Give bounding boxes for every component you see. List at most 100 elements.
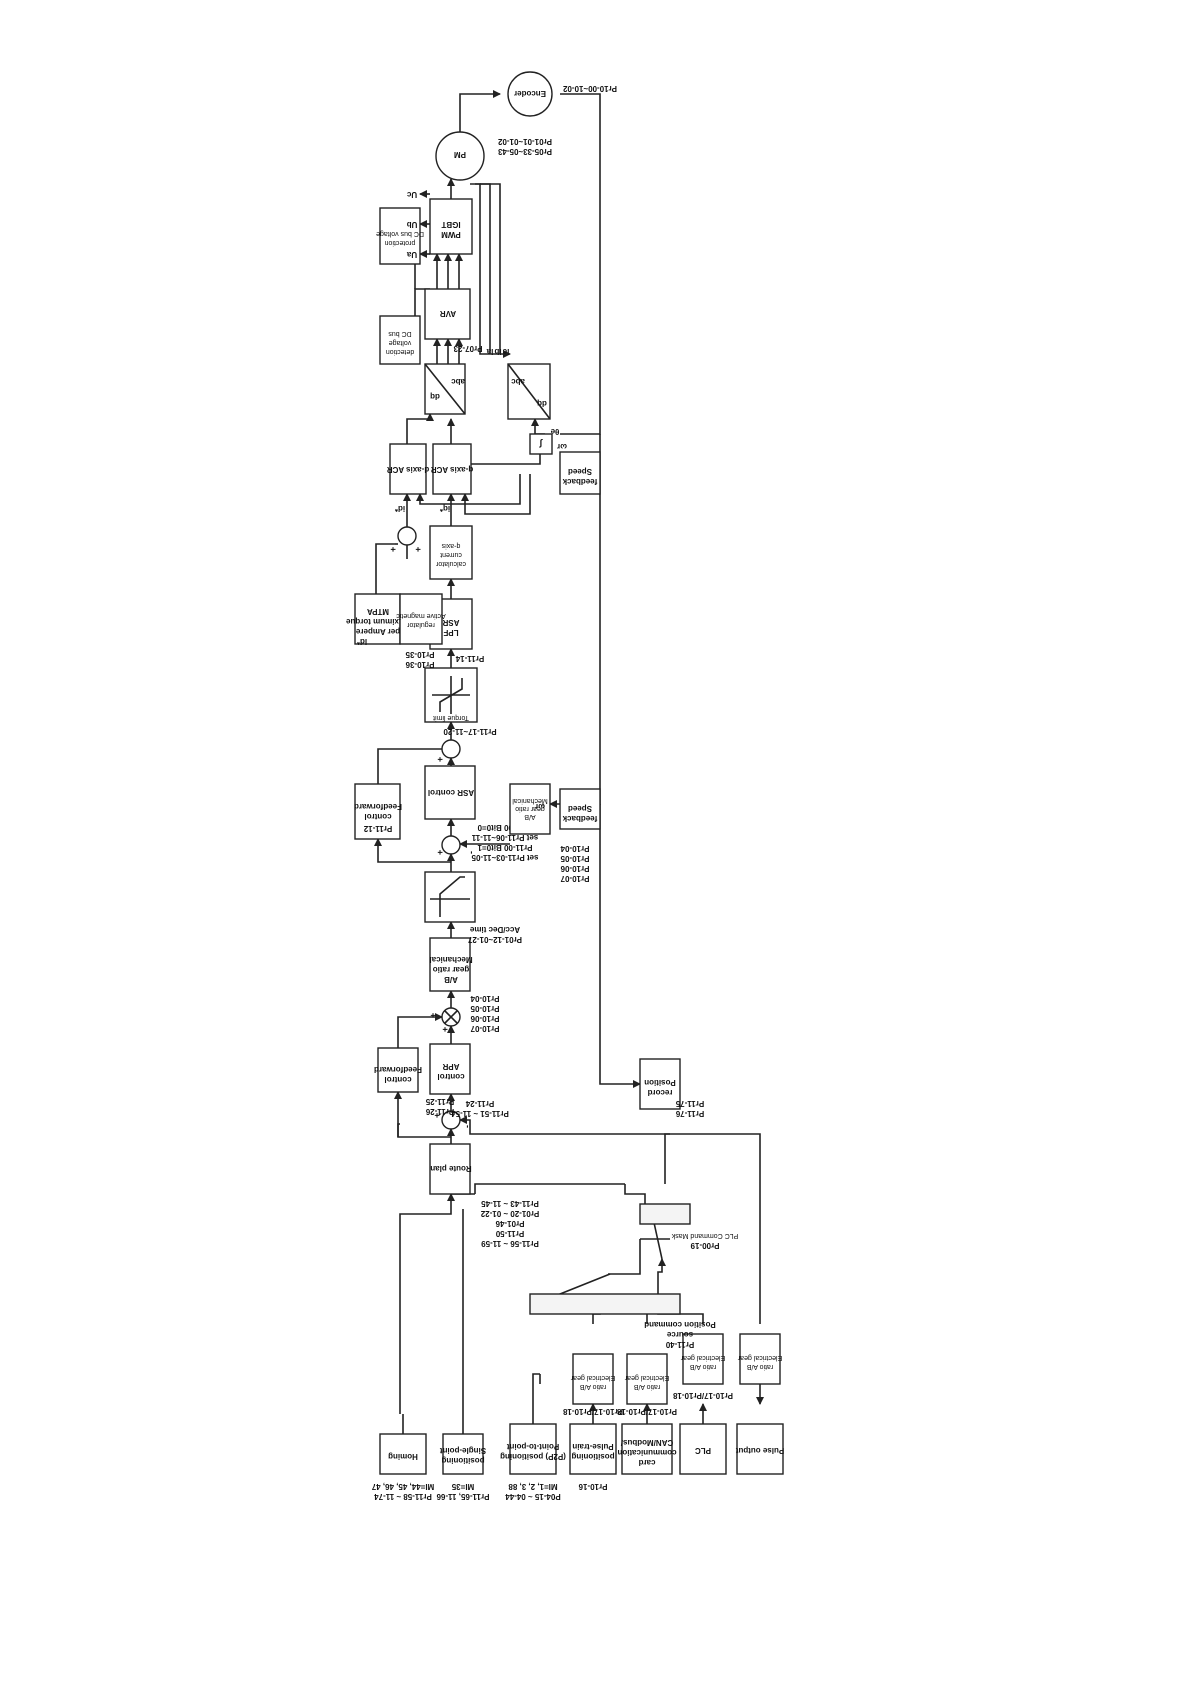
mtpa-label-1: MTPA [367,607,389,616]
single-point-param-2: Pr11-65, 11-66 [436,1492,489,1501]
egr2-param: Pr10-17/Pr10-18 [616,1407,677,1416]
sum1-plus: + [432,1113,442,1118]
id-ref-label: id* [394,504,405,513]
apr-param-1: Pr11-24 [465,1099,494,1108]
dq-abc-label-dq: dq [430,392,440,401]
egr2-label-1: Electrical gear [624,1374,669,1381]
sum-junction-3 [441,835,461,855]
route-param-5: Pr11-56 ~ 11-59 [481,1239,539,1248]
p2p-label-1: Point-to-point [506,1442,559,1451]
can-block: CAN/Modbus/ communication card [617,1423,677,1475]
qcalc-label-3: calculator [435,560,466,567]
dc-bus-detection-block [379,315,421,365]
torque-param: Pr11-17~11-20 [443,727,497,736]
lpf-param: Pr11-14 [455,654,484,663]
ub-label: Ub [407,220,418,229]
homing-param-2: Pr11-58 ~ 11-74 [374,1492,432,1501]
sum-junction-4 [441,739,461,759]
sum4-plus: + [435,757,445,762]
sum-junction-1 [441,1110,461,1130]
sum2-plus-top: + [428,1013,438,1018]
dq-abc-label-abc: abc [451,377,465,386]
egr1-label-1: Electrical gear [570,1374,615,1381]
mgr2-block [509,783,551,835]
single-point-label-1: Single-point [440,1446,487,1455]
plc-cmd-mask-1: PLC Command Mask [671,1232,738,1239]
asr-label: ASR control [428,788,474,797]
route-param-1: Pr11-43 ~ 11-45 [481,1199,539,1208]
homing-block: Homing [379,1433,427,1475]
pm-motor [435,131,485,181]
plc-block: PLC [679,1423,727,1475]
egr3-label-1: Electrical gear [680,1354,725,1361]
ramp-icon [439,876,465,917]
pos-cmd-src-2: source [666,1330,693,1339]
q-acr-block [432,443,472,495]
speed-fb1-block [559,788,601,830]
mgr2-param-2: Pr10-05 [560,854,589,863]
mgr1-param-3: Pr10-06 [470,1014,499,1023]
egr4-label-1: Electrical gear [737,1354,782,1361]
avr-label: AVR [440,309,457,318]
egr1-param: Pr10-17/Pr10-18 [562,1407,623,1416]
uc-label: Uc [406,190,417,199]
integrator-wr: ωr [557,442,567,451]
speed-loop: Acc/Dec time Pr01-12~01-27 + - ASR contr… [354,525,601,944]
pos-cmd-src-3: Pr11-40 [665,1340,694,1349]
single-point-block: Single-point positioning [440,1433,487,1475]
q-current-calc-block [429,525,473,580]
dc-bus-protection-block [379,207,421,265]
can-label-2: communication [617,1448,676,1457]
current-loop: MTPA Maximum torque per Ampere id* Activ… [345,363,601,669]
ib-label: ib [494,347,501,356]
d-acr-label: d-axis ACR [387,465,430,474]
q-acr-label: q-axis ACR [431,465,474,474]
mgr2-label-1: Mechanical [512,797,548,804]
qcalc-label-2: current [440,551,462,558]
asr-param-1: Pr11-00 Bit0=0 [477,823,532,832]
dcbus-det-label-1: DC bus [388,330,412,337]
ia-label: ia [486,347,493,356]
mgr2-param-3: Pr10-06 [560,864,589,873]
abc-dq-label-dq: dq [537,399,547,408]
mgr1-label-1: Mechanical [429,955,472,964]
dcbus-det-label-2: voltage [389,339,412,346]
ff1-block [377,1047,419,1093]
acc-dec-block [424,871,476,923]
encoder [507,71,553,117]
sum5-plus-2: + [413,547,423,552]
p2p-label-2: (P2P) positioning [500,1452,566,1461]
mgr1-label-2: gear ratio [433,965,470,974]
route-plan-label: Route plan [430,1164,471,1173]
route-param-3: Pr01-46 [495,1219,524,1228]
lpf-label-1: ASR [442,618,459,627]
pulse-train-param: Pr10-16 [578,1482,607,1491]
mtpa-id-ref: id* [356,637,367,646]
ua-label: Ua [406,250,417,259]
asr-param-4: set Pr11-03~11-05 [471,853,538,862]
mgr1-param-4: Pr10-07 [470,1024,499,1033]
asr-block [424,765,476,820]
plc-cmd-mask-2: Pr00-19 [690,1241,719,1250]
pos-record-label-1: Position [644,1078,676,1087]
speed-fb2-label-1: Speed [568,467,592,476]
p2p-param-1: MI=1, 2, 3, 88 [508,1482,558,1491]
mgr1-block [429,937,471,992]
mgr2-param-4: Pr10-07 [560,874,589,883]
pulse-output-label: Pulse output [735,1446,784,1455]
qcalc-label-1: q-axis [441,542,460,549]
speed-fb1-label-1: Speed [568,804,592,813]
egr3-label-2: ratio A/B [689,1363,716,1370]
sum1-minus: - [462,1125,472,1128]
amr-label-1: Active magnetic [396,612,446,619]
integrator-icon: ∫ [538,439,543,449]
ff1-param-1: Pr11-25 [425,1097,454,1106]
command-switches: Position command source Pr11-40 PLC Comm… [529,1203,738,1349]
mtpa-label-2: Maximum torque [345,617,410,626]
asr-param-3: Pr11-00 Bit0=1 [477,843,532,852]
speed-fb2-label-2: feedback [562,477,597,486]
ff2-label-2: control [364,812,391,821]
sum3-minus: - [466,851,476,854]
power-stage: DC bus voltage detection AVR Pr07-23 DC … [376,71,617,365]
